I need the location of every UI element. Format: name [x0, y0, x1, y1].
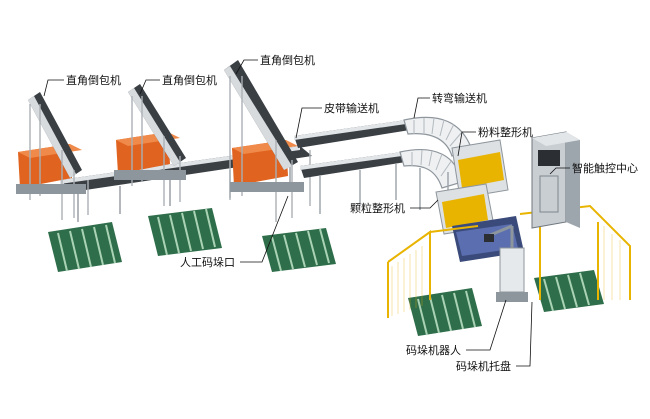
label-control-center: 智能触控中心 [572, 162, 638, 175]
label-wrapper-1: 直角倒包机 [66, 74, 121, 87]
label-palletizer-tray: 码垛机托盘 [456, 360, 511, 373]
label-wrapper-3: 直角倒包机 [260, 54, 315, 67]
powder-shaper-machine [451, 139, 509, 199]
palletizing-robot-unit [484, 224, 528, 302]
label-granule-shaper: 颗粒整形机 [350, 202, 405, 215]
pallet-1 [48, 222, 122, 272]
turn-conveyor [399, 116, 473, 214]
bag-turner-2 [114, 84, 186, 206]
label-belt-conveyor: 皮带输送机 [324, 102, 379, 115]
label-turn-conveyor: 转弯输送机 [432, 92, 487, 105]
pallet-robot-left [408, 288, 482, 336]
label-wrapper-2: 直角倒包机 [162, 74, 217, 87]
bag-turner-1 [16, 92, 89, 220]
label-manual-stacking: 人工码垛口 [180, 256, 235, 269]
pallet-2 [148, 208, 222, 256]
pallet-robot-right [534, 270, 604, 312]
fence-mesh [391, 226, 621, 316]
label-palletizing-robot: 码垛机器人 [406, 344, 461, 357]
bag-turner-3 [224, 60, 311, 222]
control-center-cabinet [531, 131, 580, 229]
granule-shaper-machine [435, 183, 495, 235]
leader-lines [43, 59, 570, 367]
label-powder-shaper: 粉料整形机 [478, 126, 533, 139]
pallet-3 [262, 228, 336, 272]
belt-conveyor [294, 120, 410, 214]
